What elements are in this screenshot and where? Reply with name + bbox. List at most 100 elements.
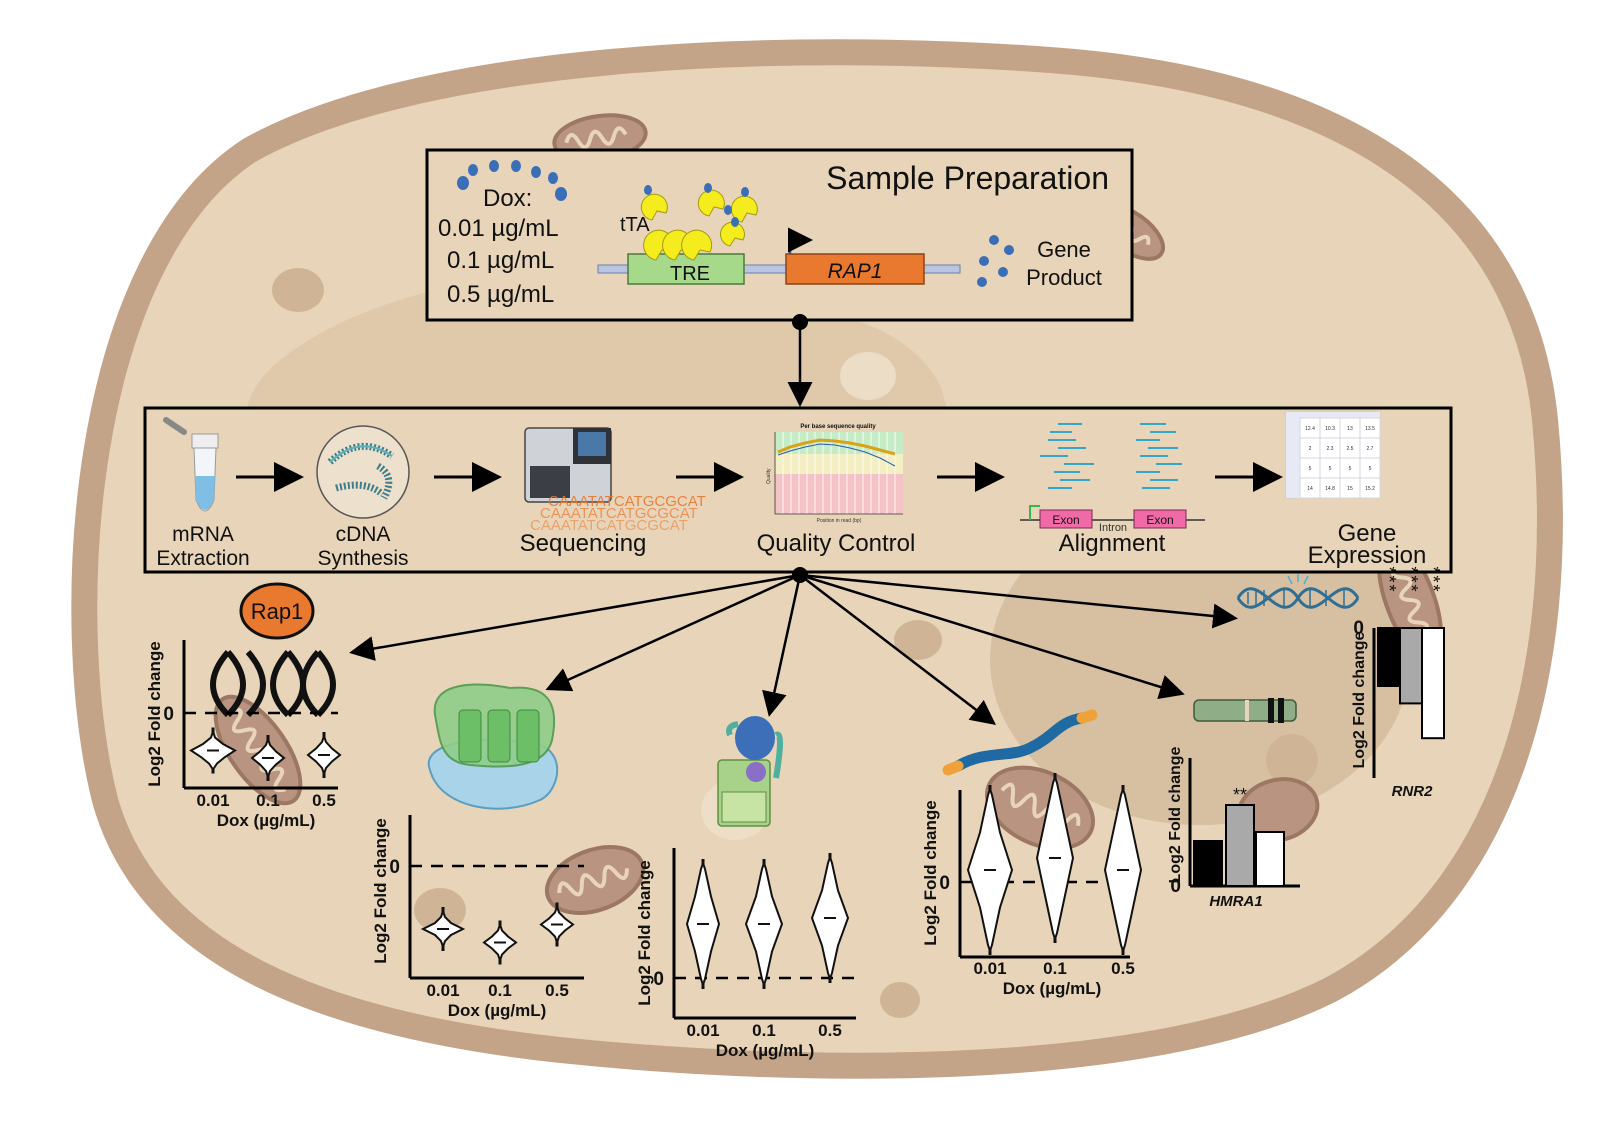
seq-text-3: CAAATATCATGCGCAT: [530, 517, 688, 534]
gene-product-dots: [977, 235, 1014, 287]
vesicle-8: [840, 352, 896, 400]
x-tick-label: 0.1: [256, 791, 280, 810]
zero-tick-label: 0: [939, 873, 950, 894]
gene-label: HMRA1: [1209, 893, 1262, 910]
x-tick-label: 0.01: [686, 1021, 719, 1040]
x-tick-label: 0.01: [426, 981, 459, 1000]
step-4-label: Quality Control: [757, 530, 916, 557]
dna-helix-icon: [1236, 574, 1360, 609]
mrna-tube-icon: [163, 417, 219, 512]
tre-label: TRE: [670, 263, 710, 285]
zero-tick-label: 0: [1353, 618, 1364, 639]
fanout-arrow-rap1: [349, 573, 801, 661]
tta-label: tTA: [620, 214, 650, 236]
significance-label: ***: [1401, 566, 1421, 593]
zero-tick-label: 0: [1170, 876, 1181, 897]
table-cell-value: 10.3: [1325, 426, 1335, 432]
table-cell-value: 15.2: [1365, 486, 1375, 492]
fanout-arrows: [349, 567, 1238, 726]
exon-label-1: Exon: [1052, 513, 1079, 527]
step-1-line1: mRNA: [172, 523, 234, 546]
x-tick-label: 0.5: [545, 981, 569, 1000]
x-axis-label: Dox (µg/mL): [448, 1001, 547, 1020]
bar-0.01: [1377, 627, 1401, 687]
table-cell-value: 13.5: [1365, 426, 1375, 432]
qc-ylabel: Quality: [766, 468, 772, 484]
exon-box-1: [1039, 509, 1093, 529]
bar-0.5: [1421, 627, 1445, 740]
table-cell-value: 5: [1329, 466, 1332, 472]
fanout-arrow-telomere: [799, 574, 996, 726]
x-tick-label: 0.01: [973, 959, 1006, 978]
table-frame: [1285, 411, 1381, 499]
table-header-col: [1286, 418, 1300, 498]
fanout-arrow-proteasome: [762, 574, 802, 717]
telomere-icon: [942, 709, 1098, 776]
proteasome-icon: [717, 716, 783, 827]
x-tick-label: 0.1: [1043, 959, 1067, 978]
sample-preparation-box: [425, 148, 1134, 322]
dox-conc-1: 0.01 µg/mL: [438, 215, 559, 242]
sequencer-icon: CAAATATCATGCGCAT CAAATATCATGCGCAT CAAATA…: [524, 427, 706, 534]
y-axis-label: Log2 Fold change: [635, 860, 654, 1005]
dox-conc-2: 0.1 µg/mL: [447, 247, 554, 274]
step-5-label: Alignment: [1059, 530, 1166, 557]
vesicle-6: [1266, 734, 1318, 786]
step-3-label: Sequencing: [520, 530, 647, 557]
chromosome-icon: [1193, 698, 1297, 723]
table-cell-value: 12.4: [1305, 426, 1315, 432]
dna-backbone: [597, 264, 961, 274]
x-tick-label: 0.01: [196, 791, 229, 810]
x-axis-label: Dox (µg/mL): [716, 1041, 815, 1060]
sample-preparation-panel: Sample Preparation Dox: 0.01 µg/mL 0.1 µ…: [425, 148, 1134, 322]
table-cell-value: 2.7: [1367, 446, 1374, 452]
y-axis-label: Log2 Fold change: [1167, 746, 1184, 883]
step-2-line1: cDNA: [336, 523, 391, 546]
tre-box: [627, 253, 745, 285]
bar-0.1: [1225, 804, 1255, 887]
mitochondrion-4: [544, 845, 646, 915]
table-cell-value: 5: [1349, 466, 1352, 472]
qc-plot-icon: Per base sequence quality Position in re…: [766, 424, 903, 524]
y-axis-label: Log2 Fold change: [145, 641, 164, 786]
significance-label: **: [1233, 785, 1247, 805]
table-header-row: [1286, 412, 1380, 418]
qc-xlabel: Position in read (bp): [817, 518, 862, 524]
table-cell-value: 2.3: [1327, 446, 1334, 452]
bar-0.01: [1193, 840, 1223, 887]
table-cell-value: 14: [1307, 486, 1313, 492]
gene-product-label-2: Product: [1026, 265, 1102, 290]
vesicle-5: [414, 888, 466, 932]
vesicle-1: [272, 268, 324, 312]
rap1-protein-icon: [239, 582, 315, 640]
rap1-dna-icon: [210, 650, 336, 718]
cdna-icon: [316, 425, 410, 519]
seq-text-1: CAAATATCATGCGCAT: [548, 493, 706, 510]
fanout-arrow-hmra1: [799, 573, 1185, 700]
gene-label: RNR2: [1392, 783, 1433, 800]
x-tick-label: 0.5: [312, 791, 336, 810]
alignment-icon: [1040, 423, 1182, 489]
dox-drops: [457, 160, 567, 201]
exon-box-2: [1133, 509, 1187, 529]
tta-dox-drops: [644, 183, 749, 227]
table-cell-value: 2: [1309, 446, 1312, 452]
table-cell-value: 13: [1347, 426, 1353, 432]
zero-tick-label: 0: [389, 857, 400, 878]
table-cell-value: 2.5: [1347, 446, 1354, 452]
bar-0.5: [1255, 831, 1285, 887]
step-6-line2: Expression: [1308, 542, 1427, 569]
rap1-gene-box: [785, 253, 925, 285]
y-axis-label: Log2 Fold change: [921, 800, 940, 945]
dox-conc-3: 0.5 µg/mL: [447, 281, 554, 308]
dox-label: Dox:: [483, 185, 532, 212]
x-tick-label: 0.1: [488, 981, 512, 1000]
fanout-arrow-rnr2: [799, 573, 1238, 629]
zero-tick-label: 0: [653, 969, 664, 990]
